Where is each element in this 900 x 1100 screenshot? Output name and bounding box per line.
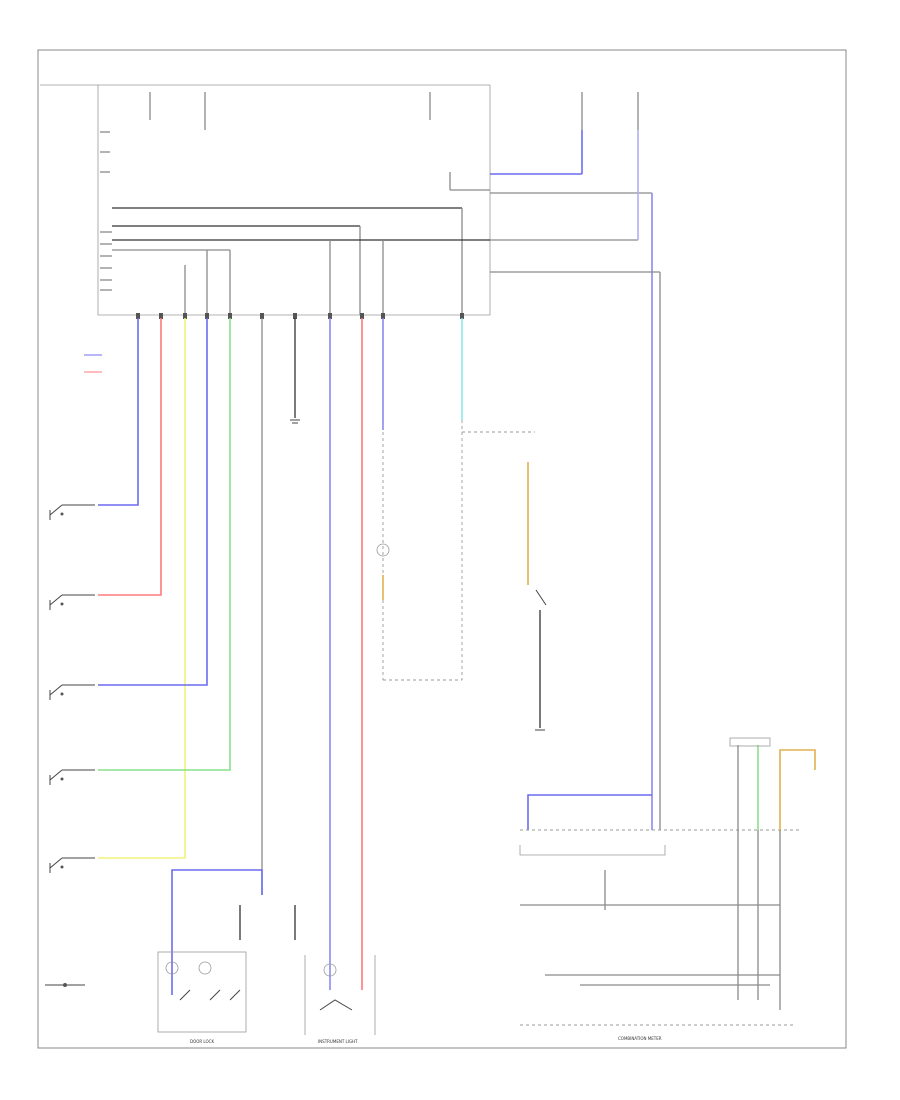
diagram-frame [37, 49, 847, 1049]
meter-feed-wires [729, 737, 816, 1010]
control-unit-bottom-pins [136, 313, 464, 319]
right-outputs [490, 130, 661, 830]
control-unit-box [97, 85, 491, 316]
instrument-light-box [304, 955, 376, 1035]
indicator-marks [84, 354, 102, 373]
control-unit-pins-left [100, 131, 112, 291]
harness-wires [98, 318, 463, 990]
internal-bus-lines [112, 172, 490, 315]
fuse-stubs-top [149, 92, 639, 130]
combination-meter-connector [519, 794, 800, 1026]
label-instrument-light: INSTRUMENT LIGHT [318, 1039, 358, 1044]
relay-chain [376, 420, 535, 681]
door-lock-box [157, 869, 296, 1033]
door-switches [45, 504, 95, 987]
label-combination-meter: COMBINATION METER [618, 1036, 662, 1041]
orange-branch [527, 462, 547, 731]
ground-symbol [290, 419, 300, 424]
label-door-lock: DOOR LOCK [190, 1039, 214, 1044]
